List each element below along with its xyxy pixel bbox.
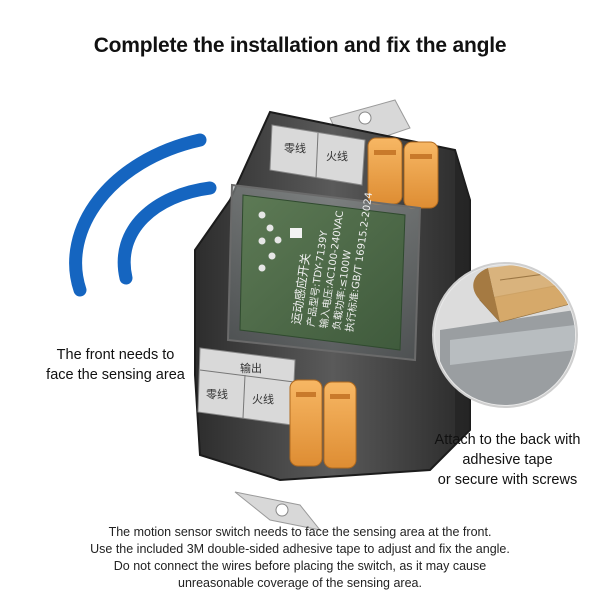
bottom-terminal-label: 火线: [252, 392, 274, 406]
instruction-line: Do not connect the wires before placing …: [113, 559, 487, 573]
attach-callout-line: adhesive tape: [462, 452, 553, 468]
front-callout: The front needs to face the sensing area: [28, 345, 203, 385]
front-callout-line: The front needs to: [56, 347, 175, 363]
attach-callout-line: or secure with screws: [437, 472, 578, 488]
bottom-terminal-label: 零线: [206, 387, 228, 401]
mounting-plate: [234, 99, 411, 531]
instruction-line: unreasonable coverage of the sensing are…: [178, 576, 422, 590]
instructions-text: The motion sensor switch needs to face t…: [0, 524, 600, 592]
attach-callout-line: Attach to the back with: [434, 432, 581, 448]
instruction-line: Use the included 3M double-sided adhesiv…: [90, 542, 510, 556]
board-solder-points: [258, 211, 302, 272]
bottom-terminal-label: 输出: [240, 361, 262, 375]
adhesive-tape-inset: [432, 262, 578, 408]
bottom-wire-levers[interactable]: [289, 379, 357, 469]
instruction-line: The motion sensor switch needs to face t…: [108, 525, 492, 539]
sensor-switch-device: 零线 火线 运动感应开关 产品型号:TDY-7139Y 输入电压:AC100-2…: [194, 110, 471, 482]
top-terminal-label: 火线: [326, 149, 348, 163]
front-callout-line: face the sensing area: [46, 367, 185, 383]
page-title: Complete the installation and fix the an…: [93, 34, 507, 57]
top-terminal-label: 零线: [284, 141, 306, 155]
sensing-wave-icon: [69, 133, 217, 297]
attach-callout: Attach to the back with adhesive tape or…: [420, 430, 595, 490]
top-wire-levers[interactable]: [367, 137, 439, 209]
